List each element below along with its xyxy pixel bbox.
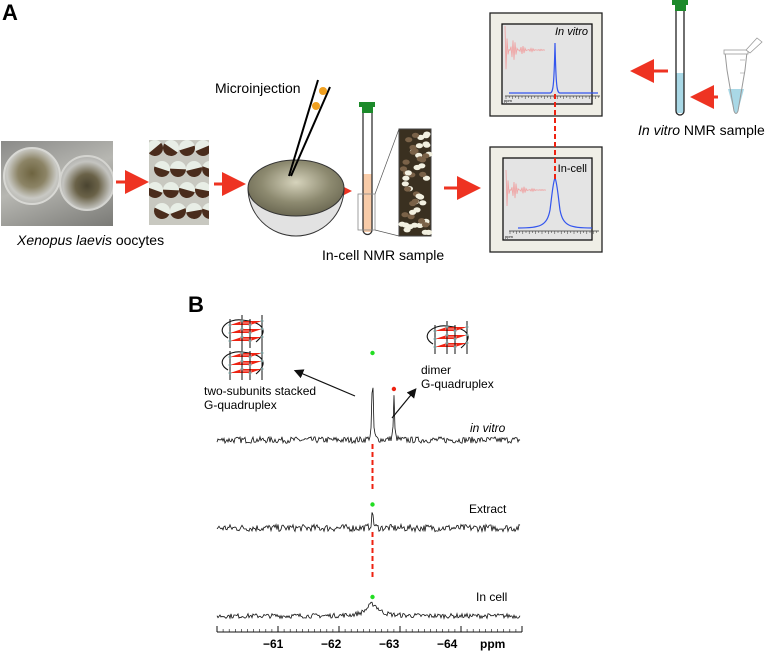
spectrum-line-2 — [216, 601, 521, 620]
stacked-quadruplex-label: two-subunits stacked G-quadruplex — [204, 384, 316, 412]
monitor-incell-title: In-cell — [558, 163, 587, 175]
peak-marker-green — [370, 350, 375, 356]
oocyte-hemisphere — [247, 159, 345, 237]
injection-droplet — [319, 87, 327, 95]
petri-dish-photo — [1, 141, 113, 226]
oocytes-closeup-photo — [149, 140, 209, 225]
stacked-label-line1: two-subunits stacked — [204, 384, 317, 398]
oocytes-label-species: Xenopus laevis — [17, 232, 112, 248]
eppendorf-tube — [723, 37, 763, 114]
ppm-axis — [216, 626, 523, 633]
monitor-axis-ppm: ppm — [504, 98, 512, 103]
peak-marker-red — [391, 386, 397, 392]
incell-monitor — [489, 146, 603, 253]
dimer-label-line1: dimer — [421, 363, 452, 377]
oocyte-spheres — [149, 140, 209, 219]
panel-a-letter: A — [2, 0, 18, 25]
series-label-invitro: in vitro — [470, 421, 506, 435]
incell-sample-label: In-cell NMR sample — [322, 247, 445, 263]
peak-marker-green — [370, 502, 375, 507]
invitro-monitor — [489, 12, 603, 117]
dimer-quadruplex-label: dimer G-quadruplex — [421, 363, 494, 391]
quadruplex-structure-dimer — [426, 321, 469, 354]
x-axis-label: ppm — [480, 637, 506, 651]
panel-a-graphics: In vitro ppm In-cell ppm — [116, 0, 763, 253]
micropipette — [288, 79, 331, 177]
quadruplex-structure-stacked-top — [221, 315, 264, 348]
fid-signal — [505, 169, 547, 207]
dimer-label-line2: G-quadruplex — [421, 377, 494, 391]
panel-b-letter: B — [188, 292, 204, 317]
series-label-incell: In cell — [476, 590, 508, 604]
series-label-extract: Extract — [469, 502, 507, 516]
injection-droplet — [312, 102, 320, 110]
invitro-sample-label-italic: In vitro — [638, 122, 681, 138]
invitro-nmr-tube — [672, 0, 688, 116]
pointer-arrow-dimer — [391, 388, 417, 419]
invitro-spectrum-line — [509, 42, 598, 94]
x-tick-label: −61 — [263, 637, 284, 651]
fid-signal — [504, 25, 546, 70]
monitor-axis-ppm: ppm — [505, 234, 513, 239]
x-tick-label: −62 — [321, 637, 342, 651]
oocytes-label: Xenopus laevis oocytes — [17, 232, 164, 248]
incell-nmr-tube — [357, 102, 400, 237]
microinjection-label: Microinjection — [215, 80, 301, 96]
incell-tube-closeup-photo — [398, 128, 433, 237]
invitro-sample-label-rest: NMR sample — [680, 122, 765, 138]
monitor-invitro-title: In vitro — [555, 26, 588, 38]
stacked-label-line2: G-quadruplex — [204, 398, 277, 412]
invitro-sample-label: In vitro NMR sample — [638, 122, 765, 138]
x-tick-label: −63 — [379, 637, 400, 651]
quadruplex-structure-stacked-bottom — [221, 347, 264, 380]
peak-marker-green — [370, 594, 375, 600]
oocytes-label-rest: oocytes — [111, 232, 165, 248]
x-tick-label: −64 — [437, 637, 458, 651]
